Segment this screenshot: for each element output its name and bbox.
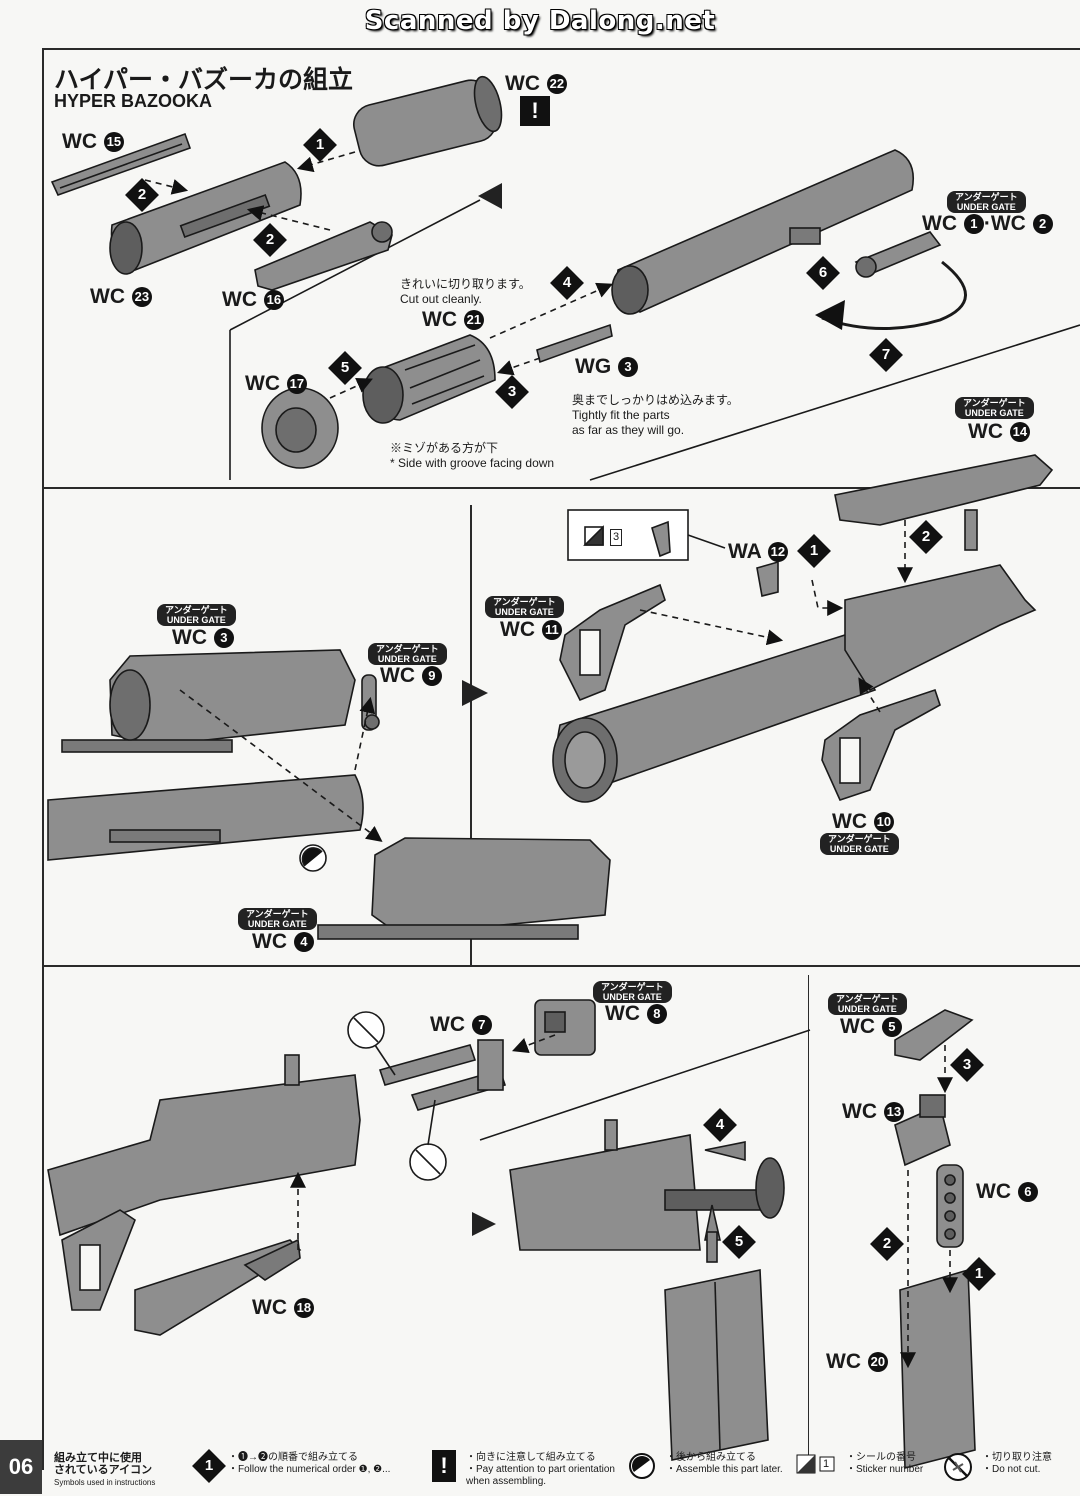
section2-split-line: [470, 505, 472, 965]
order-icon: 1: [192, 1449, 226, 1483]
label-wc13: WC 13: [842, 1100, 904, 1124]
part-wc20: [899, 1268, 976, 1470]
label-wc5: WC 5: [840, 1015, 902, 1039]
part-long-barrel-middle: [47, 774, 364, 861]
label-wc9: WC 9: [380, 664, 442, 688]
part-wc7: [378, 1039, 507, 1111]
part-wc10-grip: [821, 688, 941, 801]
part-wc15-rod: [50, 132, 192, 196]
section-divider-1: [42, 487, 1080, 489]
label-wc8: WC 8: [605, 1002, 667, 1026]
label-wc1-wc2: WC 1·WC 2: [922, 212, 1053, 236]
label-wg3: WG 3: [575, 355, 638, 379]
label-wc23: WC 23: [90, 285, 152, 309]
part-long-barrel-top: [611, 149, 914, 315]
step-badge: 1: [797, 534, 831, 568]
part-wc23-barrel: [109, 161, 302, 275]
part-wc16: [254, 221, 393, 291]
part-wa12: [756, 560, 779, 597]
label-wc20: WC 20: [826, 1350, 888, 1374]
label-wc15: WC 15: [62, 130, 124, 154]
step-badge: 3: [950, 1048, 984, 1082]
step-badge: 2: [909, 520, 943, 554]
legend-order: ・❶→❷の順番で組み立てる・Follow the numerical order…: [228, 1452, 391, 1475]
part-wc3-housing: [61, 649, 356, 753]
label-wc6: WC 6: [976, 1180, 1038, 1204]
label-wa12: WA 12: [728, 540, 788, 564]
part-wc1-wc2: [854, 231, 942, 278]
step-badge: 2: [125, 178, 159, 212]
part-wc6: [936, 1164, 964, 1248]
attention-icon: !: [432, 1450, 456, 1482]
part-bazooka-assembled: [552, 509, 1037, 803]
step-badge: 4: [550, 266, 584, 300]
scanner-watermark: Scanned by Dalong.net: [364, 6, 716, 36]
page-frame: [42, 48, 1080, 1470]
label-wc7: WC 7: [430, 1013, 492, 1037]
step-badge: 5: [328, 351, 362, 385]
step-badge: 1: [962, 1257, 996, 1291]
part-bazooka-rear-assembled: [509, 1119, 785, 1251]
label-wc4: WC 4: [252, 930, 314, 954]
legend-do-not-cut: ・切り取り注意・Do not cut.: [982, 1452, 1052, 1475]
part-wc5: [894, 1009, 974, 1061]
part-wc13: [894, 1094, 951, 1167]
part-wc4-housing: [317, 837, 611, 940]
part-wc17-cap: [261, 387, 339, 469]
part-wc21-cylinder: [362, 334, 496, 424]
note-cut-cleanly: きれいに切り取ります。Cut out cleanly.: [400, 277, 531, 306]
step-badge: 2: [253, 223, 287, 257]
label-wc22: WC 22: [505, 72, 567, 96]
step-badge: 4: [703, 1108, 737, 1142]
sticker-icon: 1: [796, 1452, 840, 1480]
section-title-jp: ハイパー・バズーカの組立: [54, 65, 354, 94]
attention-icon: !: [520, 96, 550, 126]
page-number: 06: [0, 1440, 42, 1494]
label-wc18: WC 18: [252, 1296, 314, 1320]
note-groove: ※ミゾがある方が下* Side with groove facing down: [390, 441, 555, 470]
step-badge: 5: [722, 1225, 756, 1259]
section-title-en: HYPER BAZOOKA: [54, 91, 213, 111]
label-wc16: WC 16: [222, 288, 284, 312]
step-badge: 6: [806, 256, 840, 290]
step-badge: 3: [495, 375, 529, 409]
section3-right-split: [808, 975, 809, 1465]
part-bazooka-body-bottom: [47, 1054, 361, 1311]
label-wc17: WC 17: [245, 372, 307, 396]
part-wc22-tube: [353, 75, 503, 167]
part-wc8: [534, 999, 596, 1056]
sticker-number: 3: [610, 529, 623, 546]
part-wc11-grip: [559, 583, 666, 702]
part-wc18: [134, 1238, 302, 1336]
label-wc10: WC 10: [832, 810, 894, 834]
label-wc11: WC 11: [500, 618, 562, 642]
label-wc21: WC 21: [422, 308, 484, 332]
step-badge: 7: [869, 338, 903, 372]
do-not-cut-icon: [943, 1452, 972, 1481]
step-badge: 2: [870, 1227, 904, 1261]
step-badge: 1: [303, 128, 337, 162]
legend-sticker: ・シールの番号・Sticker number: [846, 1452, 924, 1475]
part-magazine: [664, 1269, 769, 1461]
part-wc14: [834, 454, 1054, 526]
label-wc3: WC 3: [172, 626, 234, 650]
legend-assemble-later: ・後から組み立てる・Assemble this part later.: [666, 1452, 783, 1475]
legend-attention: ・向きに注意して組み立てる・Pay attention to part orie…: [466, 1452, 615, 1487]
label-wc14: WC 14: [968, 420, 1030, 444]
assemble-later-icon: [628, 1452, 655, 1480]
section-divider-2: [42, 965, 1080, 967]
